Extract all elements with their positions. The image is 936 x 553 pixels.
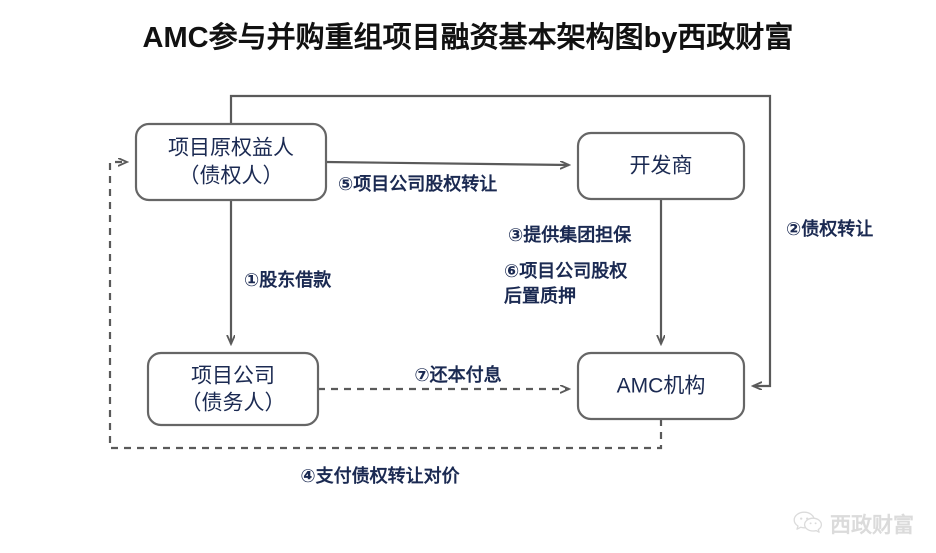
node-label-original-rights-holder-line1: 项目原权益人 bbox=[168, 137, 294, 160]
edge-label-7: ⑦还本付息 bbox=[414, 364, 501, 385]
node-label-amc-institution: AMC机构 bbox=[617, 375, 706, 398]
edge-label-4: ④支付债权转让对价 bbox=[300, 465, 460, 486]
watermark-text: 西政财富 bbox=[830, 514, 914, 537]
edge-label-5: ⑤项目公司股权转让 bbox=[338, 173, 497, 194]
node-label-developer: 开发商 bbox=[630, 155, 693, 178]
node-box-developer bbox=[576, 131, 746, 201]
node-amc-institution[interactable]: AMC机构 bbox=[576, 351, 746, 421]
node-label-original-rights-holder-line2: （债权人） bbox=[179, 165, 284, 188]
node-original-rights-holder[interactable]: 项目原权益人 （债权人） bbox=[134, 122, 328, 202]
edge-4-path bbox=[108, 162, 663, 450]
node-box-amc-institution bbox=[576, 351, 746, 421]
page-title: AMC参与并购重组项目融资基本架构图by西政财富 bbox=[142, 22, 794, 54]
wechat-icon bbox=[793, 510, 823, 539]
node-box-original-rights-holder bbox=[134, 122, 328, 202]
edge-2-path bbox=[229, 94, 772, 386]
edge-label-1: ①股东借款 bbox=[244, 269, 332, 290]
edge-label-6-line1: ⑥项目公司股权 bbox=[504, 260, 628, 281]
edge-label-6-line2: 后置质押 bbox=[504, 285, 576, 306]
edge-label-3: ③提供集团担保 bbox=[508, 224, 632, 245]
edge-label-2: ②债权转让 bbox=[786, 218, 873, 239]
node-label-project-company-line2: （债务人） bbox=[181, 392, 286, 415]
node-project-company[interactable]: 项目公司 （债务人） bbox=[146, 351, 320, 427]
edge-5-path bbox=[325, 162, 569, 165]
node-developer[interactable]: 开发商 bbox=[576, 131, 746, 201]
node-label-project-company-line1: 项目公司 bbox=[191, 365, 275, 388]
node-box-project-company bbox=[146, 351, 320, 427]
watermark: 西政财富 bbox=[793, 509, 914, 539]
